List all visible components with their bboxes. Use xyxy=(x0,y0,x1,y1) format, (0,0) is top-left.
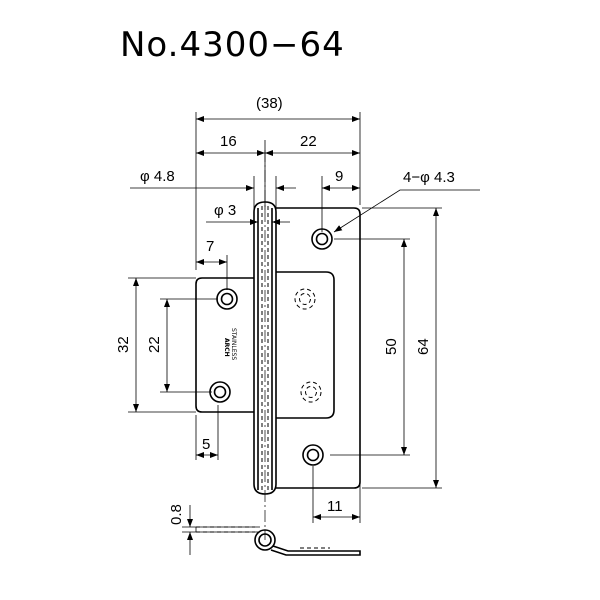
hole-top-left xyxy=(216,288,238,310)
dim-right-leaf: 22 xyxy=(300,133,317,150)
dim-right-bottom: 11 xyxy=(327,498,343,515)
svg-text:STAINLESS: STAINLESS xyxy=(230,328,237,360)
dimension-labels: (38) 16 22 φ 4.8 9 4−φ 4.3 φ 3 7 32 22 5… xyxy=(115,95,455,525)
dim-hole-offset-right: 9 xyxy=(335,168,343,185)
dim-right-height: 64 xyxy=(415,338,432,355)
dim-hole-offset-left: 7 xyxy=(206,238,214,255)
svg-text:ARCH: ARCH xyxy=(223,338,230,357)
dim-left-height: 32 xyxy=(115,336,132,353)
dim-overall-width: (38) xyxy=(256,95,283,112)
dim-holes: 4−φ 4.3 xyxy=(403,169,455,186)
dim-thickness: 0.8 xyxy=(168,504,185,525)
hinge-side-view xyxy=(195,526,361,556)
arch-stainless-emboss: STAINLESS ARCH xyxy=(223,328,237,360)
dim-knuckle-diameter: φ 4.8 xyxy=(140,168,175,185)
side-knuckle xyxy=(254,529,276,551)
hinge-front-view: STAINLESS ARCH xyxy=(195,150,361,540)
side-right-leaf xyxy=(270,545,361,556)
dim-left-bottom: 5 xyxy=(202,436,210,453)
extension-lines xyxy=(128,112,442,533)
hidden-hole-upper xyxy=(294,288,316,310)
dim-pin-diameter: φ 3 xyxy=(214,202,236,219)
dimension-lines xyxy=(130,116,480,555)
dim-left-leaf: 16 xyxy=(220,133,237,150)
right-leaf-recess xyxy=(276,271,335,419)
hole-bottom-right xyxy=(302,444,324,466)
left-leaf xyxy=(195,277,254,413)
hole-top-right xyxy=(311,228,333,250)
hidden-hole-lower xyxy=(300,381,322,403)
hole-bottom-left xyxy=(209,381,231,403)
dim-right-pitch: 50 xyxy=(383,338,400,355)
knuckle xyxy=(253,201,277,495)
dim-left-pitch: 22 xyxy=(146,336,163,353)
drawing-title: No.4300−64 xyxy=(120,25,345,65)
right-leaf xyxy=(276,207,361,489)
